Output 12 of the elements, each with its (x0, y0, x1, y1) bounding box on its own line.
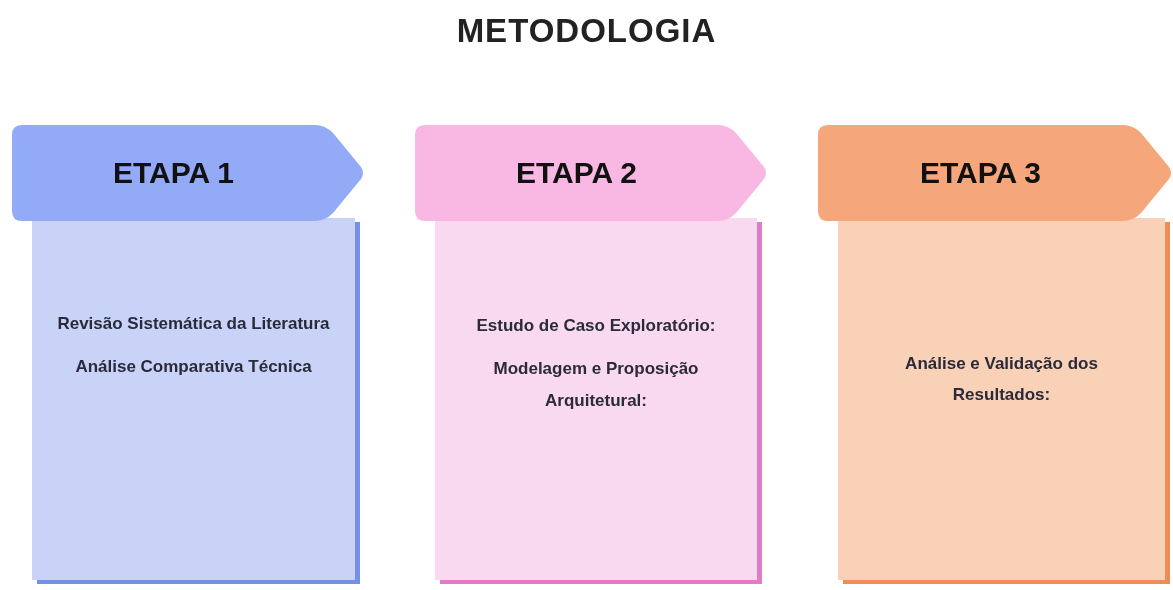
step-text: Estudo de Caso Exploratório: (475, 315, 717, 337)
step-header-tab (818, 125, 1173, 221)
step-heading: ETAPA 1 (112, 156, 236, 190)
step-text: Análise Comparativa Técnica (74, 356, 313, 379)
step-text: Análise e Validação dos Resultados: (904, 353, 1099, 407)
diagram-title: METODOLOGIA (456, 12, 717, 50)
step-text: Revisão Sistemática da Literatura (56, 313, 331, 335)
step-text: Modelagem e Proposição Arquitetural: (492, 358, 700, 412)
step-header-tab (12, 125, 365, 221)
step-heading: ETAPA 3 (919, 156, 1043, 190)
step-header-tab (415, 125, 768, 221)
step-heading: ETAPA 2 (515, 156, 639, 190)
